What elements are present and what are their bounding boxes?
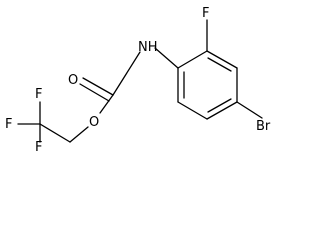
- atom-label-nh: NH: [138, 40, 158, 55]
- bond-ring-c1-c2: [177, 50, 208, 69]
- atom-label-br: Br: [256, 119, 271, 134]
- bond-ring-c5-c6: [177, 101, 208, 120]
- atom-label-f-ring: F: [202, 6, 209, 21]
- bond-carbonyl-double-2: [79, 83, 110, 102]
- bond-ring-br: [236, 101, 263, 119]
- atom-labels: NH O O F F F F Br: [5, 6, 271, 151]
- atom-label-o-carbonyl: O: [68, 73, 78, 88]
- atom-label-f-bottom: F: [35, 140, 42, 151]
- bond-ring-c2-c3: [206, 50, 238, 69]
- atom-label-o-ester: O: [89, 115, 99, 130]
- bond-ch2-o: [69, 126, 89, 143]
- bond-o-carbonyl-carbon: [99, 94, 114, 114]
- bond-ring-c2-c3-inner: [207, 57, 232, 72]
- atom-label-f-left: F: [5, 117, 12, 132]
- bond-carbonyl-double-1: [82, 77, 114, 96]
- bond-cf3-ch2: [39, 123, 71, 143]
- bond-nh-ring: [154, 47, 179, 69]
- structure-drawing: NH O O F F F F Br: [5, 6, 271, 151]
- atom-label-f-top: F: [35, 87, 42, 102]
- bond-ring-c4-c5-inner: [207, 98, 232, 113]
- bonds: [17, 19, 263, 143]
- bond-carbonyl-nh: [112, 51, 141, 96]
- bond-ring-c4-c5: [206, 101, 238, 120]
